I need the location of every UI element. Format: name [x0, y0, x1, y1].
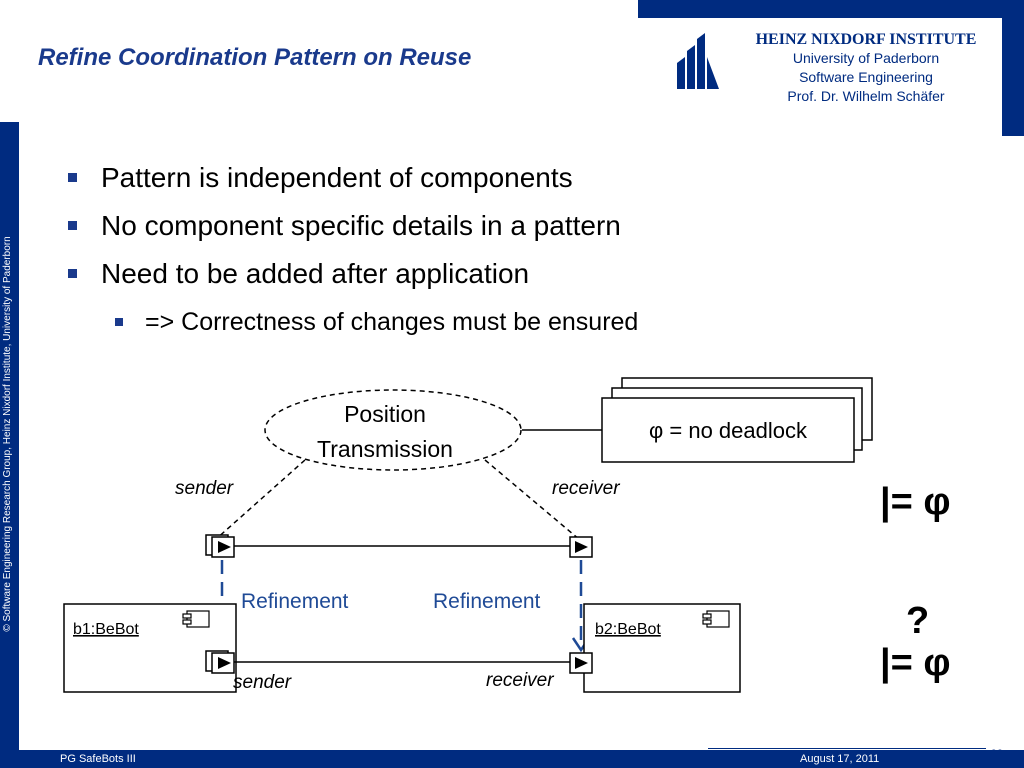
footer-divider: [708, 748, 986, 749]
pattern-name-line1: Position: [344, 401, 426, 427]
sender-role-arrow-icon: [218, 541, 231, 553]
satisfies-bottom: |= φ: [880, 642, 951, 684]
receiver-role-link: [484, 459, 581, 541]
property-box-front: [601, 397, 855, 463]
left-brand-bar: [0, 122, 19, 768]
component-b1-box: [63, 603, 237, 693]
pattern-name-line2: Transmission: [317, 436, 453, 462]
bullet-text: Pattern is independent of components: [101, 162, 573, 193]
property-text: φ = no deadlock: [649, 418, 808, 443]
footer-course-name: PG SafeBots III: [60, 753, 136, 765]
hni-logo-icon: [677, 33, 719, 89]
port-receiver-label: receiver: [486, 670, 554, 691]
question-mark: ?: [906, 600, 929, 642]
refinement-left-label: Refinement: [241, 590, 349, 613]
component-b1-icon: [182, 610, 210, 628]
sub-bullet-text: => Correctness of changes must be ensure…: [145, 308, 639, 336]
footer-date: August 17, 2011: [800, 753, 880, 765]
bullet-text: Need to be added after application: [101, 258, 530, 289]
receiver-port-arrow-icon: [575, 657, 588, 669]
coordination-pattern-ellipse: [264, 389, 522, 471]
top-brand-bar: [638, 0, 1024, 18]
bullet-square-icon: [68, 221, 77, 230]
component-b2-icon: [702, 610, 730, 628]
refinement-right-label: Refinement: [433, 590, 541, 613]
port-sender-label: sender: [233, 672, 292, 693]
bullet-square-icon: [68, 173, 77, 182]
institute-group: Software Engineering: [799, 69, 933, 85]
right-brand-bar: [1002, 0, 1024, 136]
institute-professor: Prof. Dr. Wilhelm Schäfer: [787, 88, 945, 104]
institute-university: University of Paderborn: [792, 50, 940, 66]
satisfies-top: |= φ: [880, 481, 951, 523]
bullet-square-icon: [68, 269, 77, 278]
slide-title: Refine Coordination Pattern on Reuse: [38, 44, 472, 71]
institute-name: HEINZ NIXDORF INSTITUTE: [755, 31, 977, 48]
sender-port-arrow-icon: [218, 657, 231, 669]
role-receiver-label: receiver: [552, 478, 620, 499]
institute-block: HEINZ NIXDORF INSTITUTE University of Pa…: [728, 31, 1004, 106]
receiver-role-arrow-icon: [575, 541, 588, 553]
component-b2-label: b2:BeBot: [595, 621, 661, 638]
component-b1-label: b1:BeBot: [73, 621, 139, 638]
sender-role-link: [214, 459, 306, 541]
sub-bullet-square-icon: [115, 318, 123, 326]
role-sender-label: sender: [175, 478, 234, 499]
footer-bar: [0, 750, 1024, 768]
bullet-text: No component specific details in a patte…: [101, 210, 621, 241]
